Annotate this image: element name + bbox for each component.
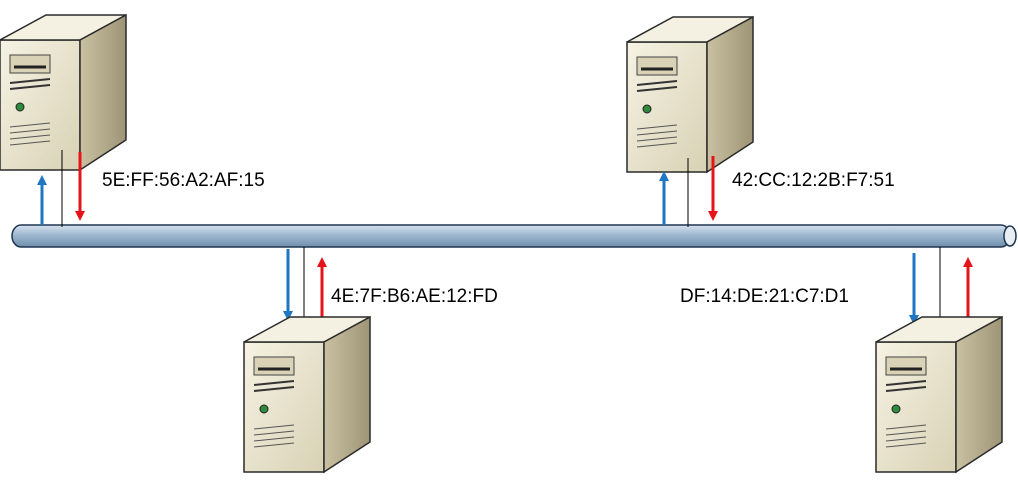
mac-address-label: 42:CC:12:2B:F7:51: [732, 170, 895, 191]
host-1: 5E:FF:56:A2:AF:15: [0, 13, 265, 227]
server-icon: [626, 15, 754, 174]
mac-address-label: 5E:FF:56:A2:AF:15: [102, 170, 265, 191]
host-3: 42:CC:12:2B:F7:51: [626, 15, 895, 227]
mac-address-label: 4E:7F:B6:AE:12:FD: [331, 286, 498, 307]
server-icon: [875, 315, 1003, 474]
mac-address-label: DF:14:DE:21:C7:D1: [680, 286, 849, 307]
server-icon: [0, 13, 127, 172]
server-icon: [243, 315, 371, 474]
network-bus: [11, 224, 1017, 248]
host-2: 4E:7F:B6:AE:12:FD: [243, 247, 498, 474]
host-4: DF:14:DE:21:C7:D1: [680, 247, 1003, 474]
